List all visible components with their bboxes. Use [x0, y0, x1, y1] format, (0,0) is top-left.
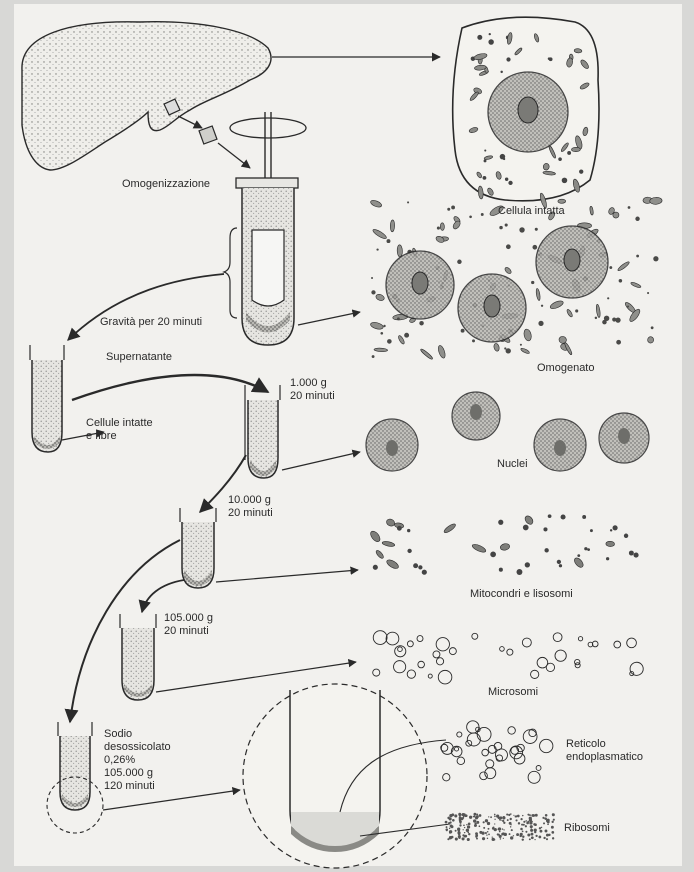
label-intact-cell: Cellula intatta	[498, 205, 565, 218]
label-homogenization: Omogenizzazione	[122, 178, 210, 191]
label-homogenate: Omogenato	[537, 362, 594, 375]
label-endoplasmic-reticulum: Reticolo endoplasmatico	[566, 738, 643, 764]
deoxy-line3: 0,26%	[104, 754, 171, 767]
intact-cells-line1: Cellule intatte	[86, 417, 153, 430]
intact-cells-line2: e fibre	[86, 430, 153, 443]
label-spin-1000g: 1.000 g 20 minuti	[290, 377, 335, 403]
er-line2: endoplasmatico	[566, 751, 643, 764]
spin2-time: 20 minuti	[228, 507, 273, 520]
label-nuclei: Nuclei	[497, 458, 528, 471]
deoxy-line5: 120 minuti	[104, 780, 171, 793]
spin3-time: 20 minuti	[164, 625, 213, 638]
centrifuge-tube-gravity	[30, 345, 64, 452]
label-microsomes: Microsomi	[488, 686, 538, 699]
spin1-force: 1.000 g	[290, 377, 335, 390]
label-supernatant: Supernatante	[106, 351, 172, 364]
deoxy-line1: Sodio	[104, 728, 171, 741]
deoxy-line4: 105.000 g	[104, 767, 171, 780]
label-gravity: Gravità per 20 minuti	[100, 316, 202, 329]
label-mito-lyso: Mitocondri e lisosomi	[470, 588, 573, 601]
label-deoxycholate: Sodio desossicolato 0,26% 105.000 g 120 …	[104, 728, 171, 793]
spin1-time: 20 minuti	[290, 390, 335, 403]
label-spin-10000g: 10.000 g 20 minuti	[228, 494, 273, 520]
intact-cell-illustration	[453, 17, 599, 201]
er-line1: Reticolo	[566, 738, 643, 751]
label-spin-105000g: 105.000 g 20 minuti	[164, 612, 213, 638]
label-intact-cells-fibers: Cellule intatte e fibre	[86, 417, 153, 443]
label-ribosomes: Ribosomi	[564, 822, 610, 835]
spin2-force: 10.000 g	[228, 494, 273, 507]
spin3-force: 105.000 g	[164, 612, 213, 625]
deoxy-line2: desossicolato	[104, 741, 171, 754]
